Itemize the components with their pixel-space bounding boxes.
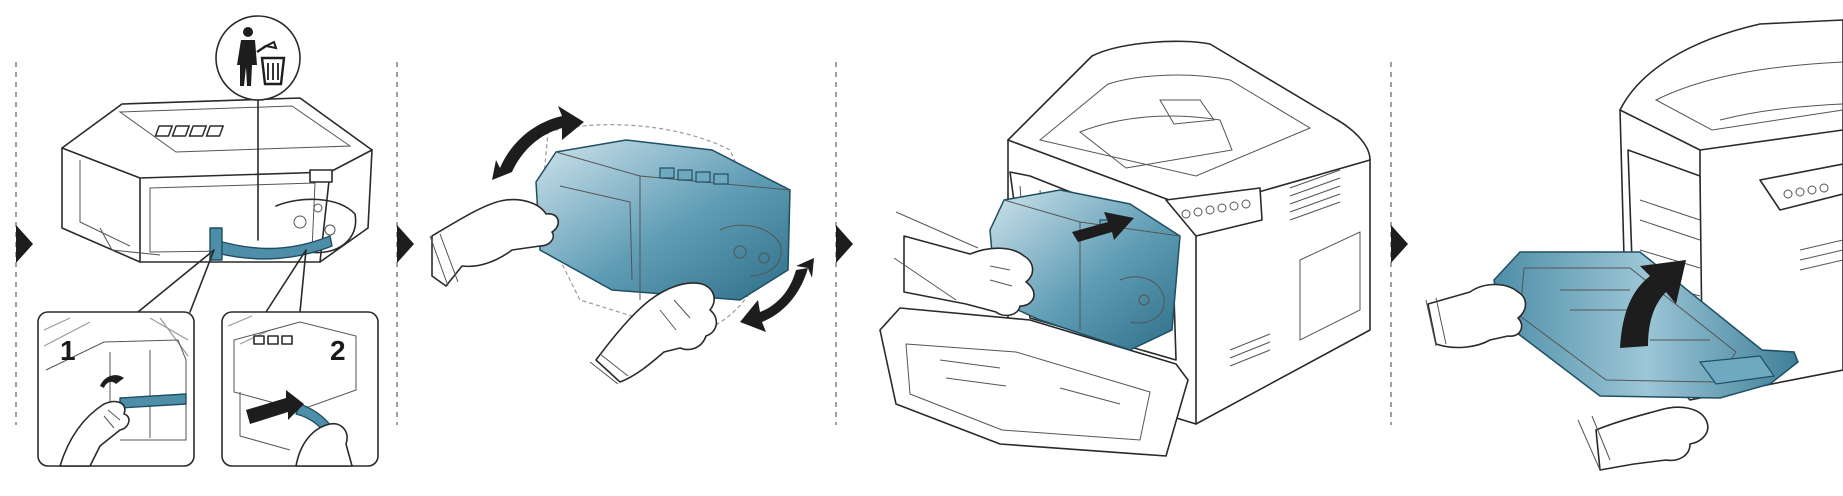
- right-hand: [595, 282, 718, 383]
- callout-2: 2: [221, 311, 379, 467]
- callout-number-2: 2: [330, 335, 346, 366]
- step-arrow-icon: [16, 225, 33, 263]
- sleeve-cover-right: [1577, 415, 1611, 471]
- left-sleeve: [429, 233, 459, 287]
- right-sleeve: [589, 353, 629, 385]
- toner-cartridge-unpacked: [61, 97, 373, 263]
- callout-connector-1: [137, 249, 215, 313]
- rotate-arrow-icon: [492, 106, 584, 180]
- step-remove-packaging: 1 2: [37, 15, 379, 467]
- hand-cover-left: [1427, 283, 1527, 349]
- step-insert-cartridge: [879, 40, 1371, 457]
- close-arrow-icon: [1620, 260, 1686, 348]
- sleeve-cover-left: [1425, 297, 1447, 347]
- trash-disposal-icon: [215, 15, 301, 241]
- callout-1: 1: [37, 311, 195, 467]
- callout-number-1: 1: [60, 335, 76, 366]
- step-close-front-cover: [1425, 19, 1843, 471]
- packaging-strip: [212, 235, 333, 260]
- callout-connector-2: [265, 249, 307, 313]
- arm-insert: [893, 211, 979, 301]
- toner-cartridge-shaking: [535, 139, 791, 301]
- step-arrow-icon: [397, 225, 414, 263]
- hand-cover-right: [1595, 406, 1709, 471]
- step-shake-cartridge: [429, 106, 814, 385]
- hand-insert: [903, 235, 1035, 317]
- step-arrows: [16, 225, 1408, 263]
- insert-arrow-icon: [1072, 212, 1134, 242]
- step-arrow-icon: [1391, 225, 1408, 263]
- step-arrow-icon: [836, 225, 853, 263]
- rotate-arrow-icon: [740, 258, 814, 332]
- left-hand: [431, 198, 559, 287]
